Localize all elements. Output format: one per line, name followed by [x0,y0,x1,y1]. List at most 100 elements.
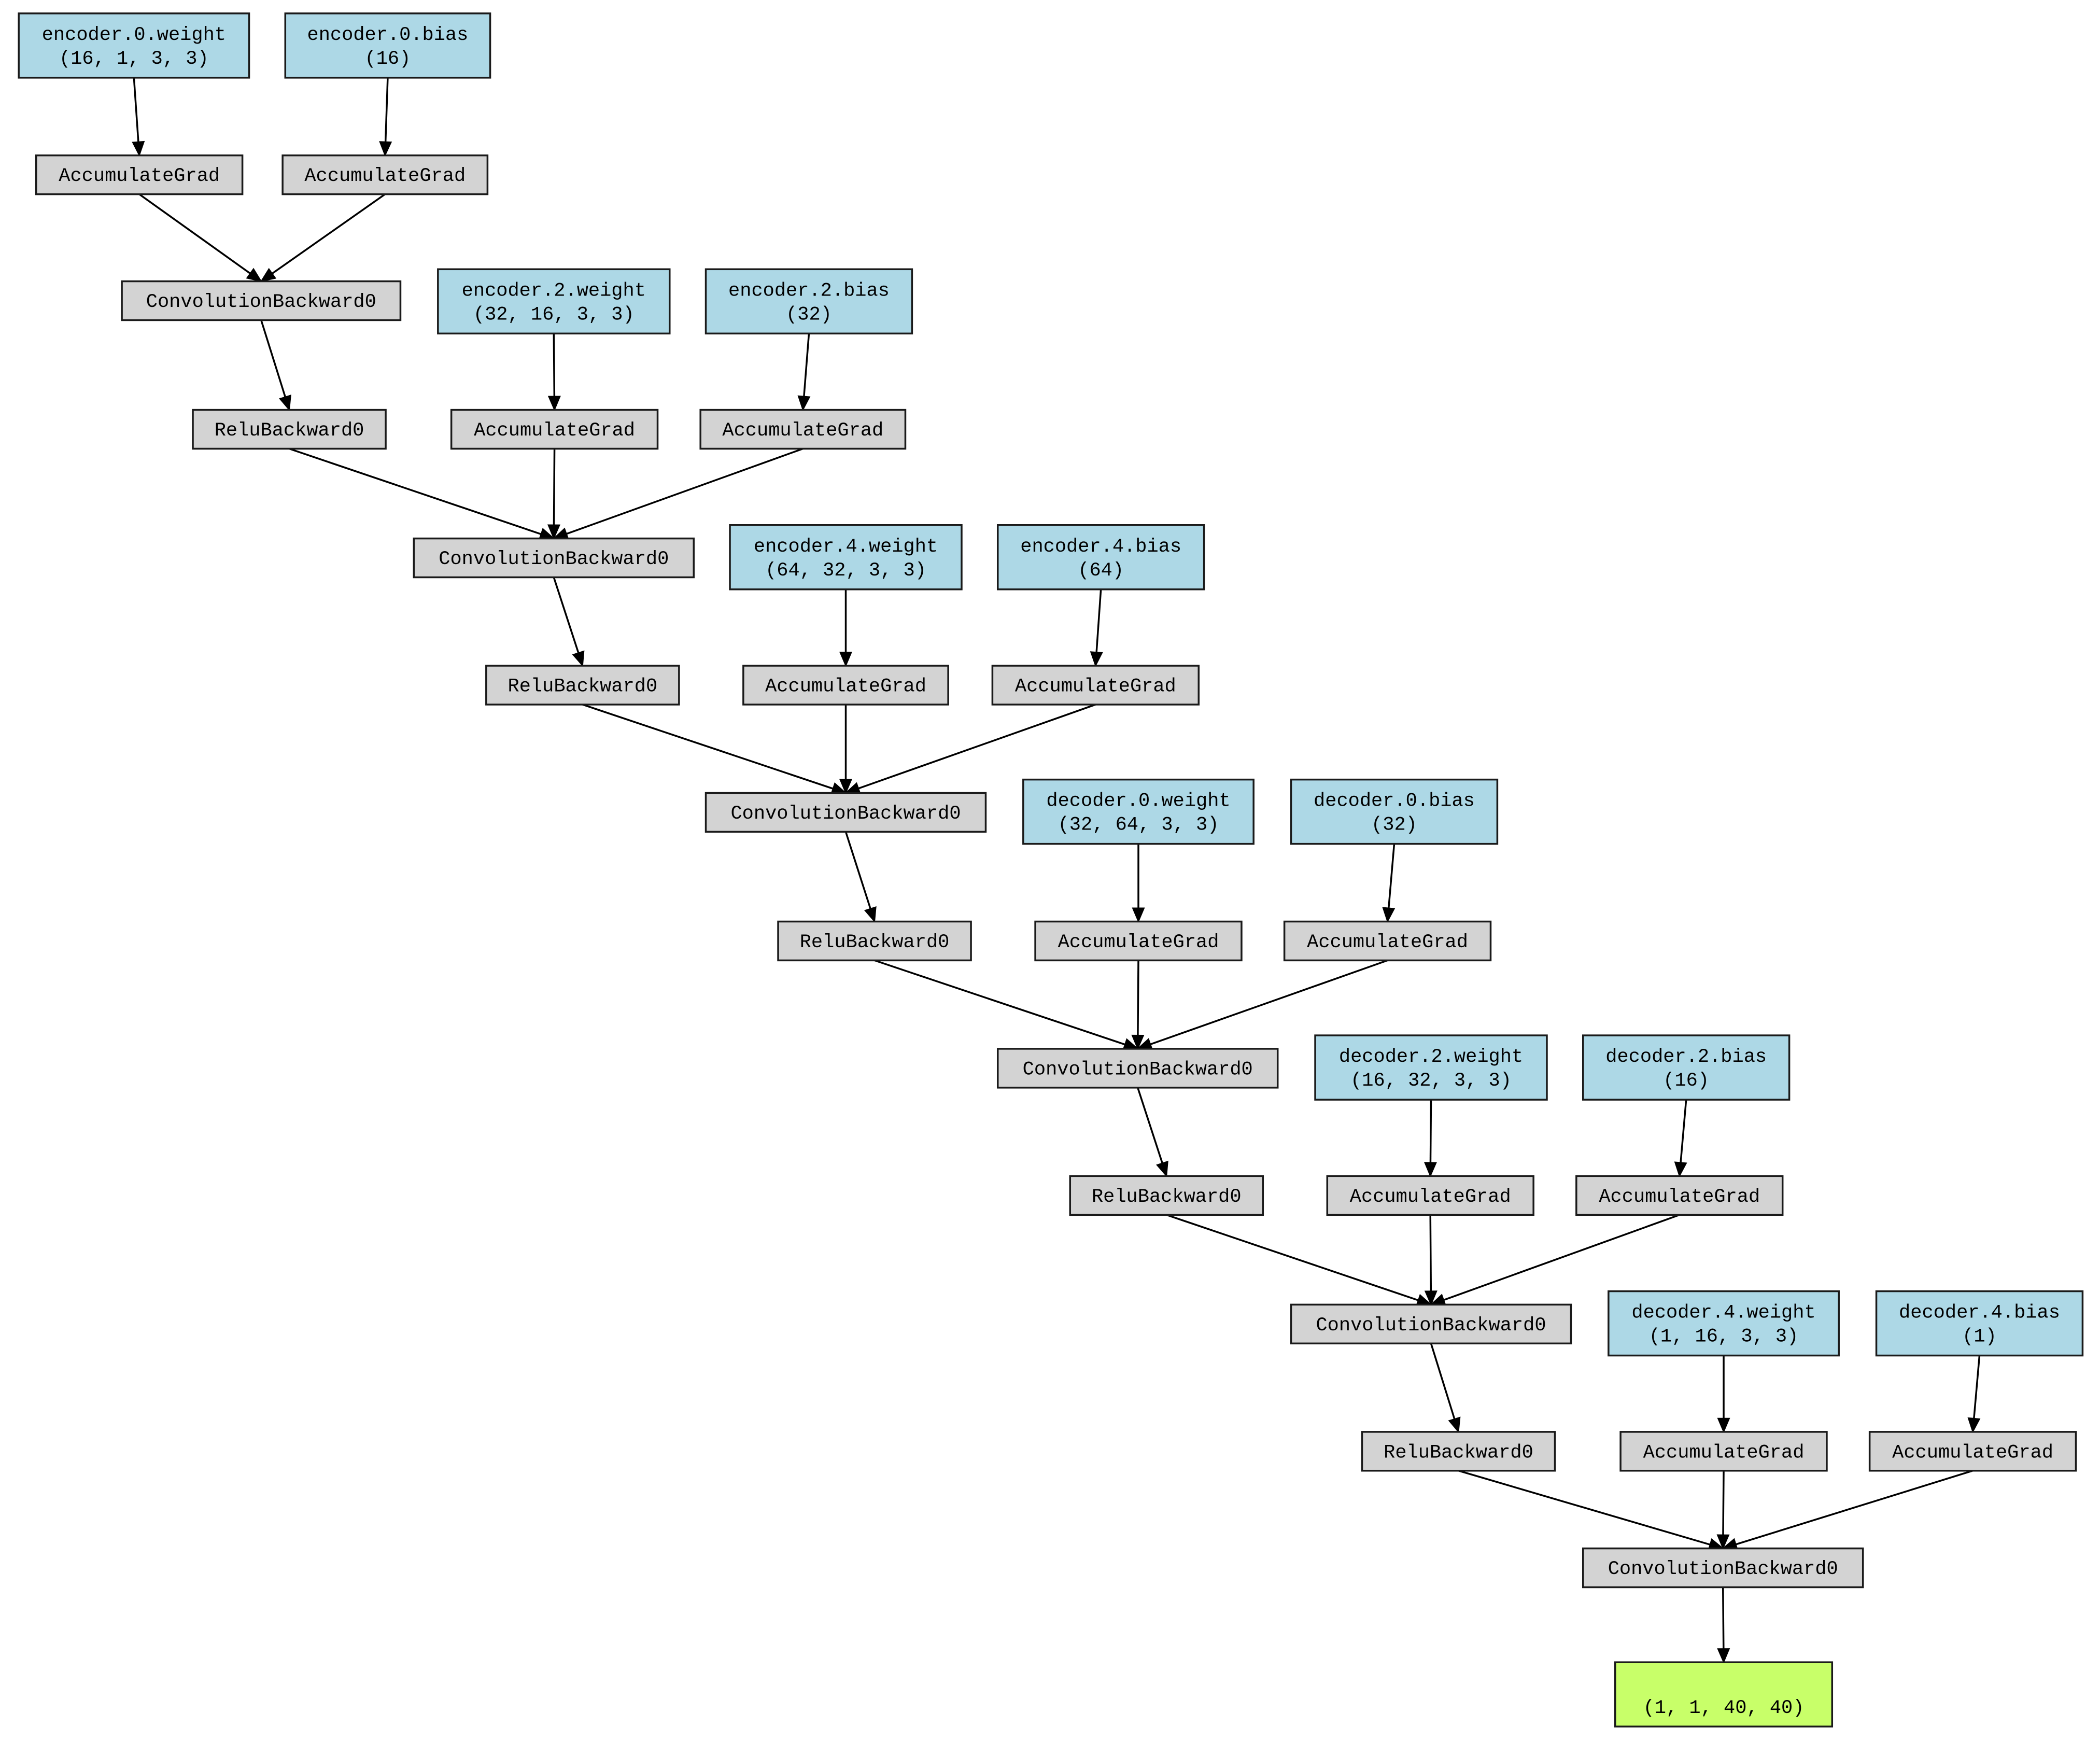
operation-node-box [1290,1303,1572,1345]
operation-node: AccumulateGrad [699,409,907,450]
node-label: decoder.2.bias [1605,1046,1767,1068]
edge-line [803,333,810,397]
edge-a_e0b-to-c1 [260,193,386,283]
node-label: decoder.0.weight [1046,791,1230,812]
node-label: encoder.2.bias [728,280,890,302]
parameter-node-box [437,268,671,335]
edge-line [1443,1214,1680,1301]
edge-c4-to-r4 [1137,1087,1168,1177]
edge-r1-to-c2 [289,447,555,540]
edge-line [1722,1470,1725,1535]
node-label: AccumulateGrad [59,165,220,187]
arrowhead-icon [1424,1290,1437,1306]
operation-node: AccumulateGrad [1326,1175,1534,1216]
edge-p_e2b-to-a_e2b [797,333,811,412]
edge-r3-to-c4 [874,959,1139,1051]
operation-node: AccumulateGrad [991,665,1200,706]
edge-line [289,447,542,535]
arrowhead-icon [1156,1160,1168,1177]
parameter-node: decoder.4.bias(1) [1875,1290,2084,1357]
node-shape-label: (64, 32, 3, 3) [765,560,926,582]
edge-line [1722,1587,1725,1649]
parameter-node: encoder.2.weight(32, 16, 3, 3) [437,268,671,335]
node-label: decoder.4.weight [1631,1302,1815,1324]
edge-a_e2w-to-c2 [547,448,561,540]
operation-node-box [192,409,387,450]
node-label: ReluBackward0 [215,420,364,442]
node-label: ReluBackward0 [1092,1186,1242,1208]
node-label: decoder.2.weight [1339,1046,1523,1068]
arrowhead-icon [260,268,277,283]
arrowhead-icon [246,268,262,283]
edge-r2-to-c3 [582,704,847,795]
edge-p_e4w-to-a_e4w [839,589,853,667]
node-label: AccumulateGrad [1015,676,1176,697]
arrowhead-icon [1674,1161,1687,1177]
edge-p_e0b-to-a_e0b [379,77,392,157]
parameter-node-box [1314,1034,1548,1101]
edge-line [133,77,139,142]
edge-c5-to-r5 [1430,1343,1461,1434]
parameter-node: decoder.0.weight(32, 64, 3, 3) [1022,778,1255,845]
output-node: (1, 1, 40, 40) [1614,1661,1834,1727]
node-label: ReluBackward0 [1384,1442,1533,1464]
node-label: ReluBackward0 [508,676,658,697]
node-label: encoder.0.weight [42,24,226,46]
arrowhead-icon [1131,1034,1145,1050]
operation-node-box [485,665,680,706]
parameter-node-box [1608,1290,1840,1357]
operation-node-box [1868,1431,2077,1472]
edge-c1-to-r1 [260,319,291,412]
operation-node: ReluBackward0 [777,920,972,962]
operation-node-box [704,792,987,833]
edge-r5-to-c6 [1458,1470,1725,1551]
edge-p_e4b-to-a_e4b [1090,589,1103,667]
operation-node: AccumulateGrad [1034,920,1243,962]
parameter-node-box [1875,1290,2084,1357]
parameter-node: decoder.0.bias(32) [1290,778,1499,845]
edge-c2-to-r2 [553,577,585,667]
edge-line [858,704,1096,790]
arrowhead-icon [839,779,853,795]
operation-node-box [1069,1175,1264,1216]
arrowhead-icon [1382,907,1396,923]
edge-line [384,77,389,142]
operation-node: AccumulateGrad [450,409,659,450]
edge-line [1150,959,1388,1045]
node-label: AccumulateGrad [1350,1186,1511,1208]
arrowhead-icon [864,906,877,923]
node-label: AccumulateGrad [765,676,926,697]
operation-node-box [742,665,949,706]
arrowhead-icon [572,650,585,667]
arrowhead-icon [1717,1648,1730,1664]
operation-node-box [699,409,907,450]
node-shape-label: (32, 64, 3, 3) [1058,814,1219,836]
parameter-node: decoder.2.bias(16) [1582,1034,1791,1101]
edge-line [1458,1470,1711,1546]
operation-node-box [991,665,1200,706]
node-shape-label: (32) [786,304,832,326]
edge-line [874,959,1125,1046]
nodes-layer: encoder.0.weight(16, 1, 3, 3)encoder.0.b… [18,12,2084,1727]
operation-node: ReluBackward0 [485,665,680,706]
operation-node-box [281,154,489,195]
parameter-node-box [729,524,963,591]
edge-r4-to-c5 [1166,1214,1432,1307]
edge-line [1166,1214,1419,1301]
edge-line [1095,589,1102,653]
parameter-node: encoder.0.bias(16) [284,12,491,79]
node-label: decoder.4.bias [1899,1302,2060,1324]
operation-node-box [35,154,244,195]
operation-node-box [450,409,659,450]
node-label: AccumulateGrad [1058,932,1219,953]
edge-a_e2b-to-c2 [552,447,804,540]
node-shape-label: (1, 16, 3, 3) [1649,1326,1799,1348]
arrowhead-icon [547,524,561,540]
edge-a_d0b-to-c4 [1136,959,1388,1050]
operation-node: ConvolutionBackward0 [1290,1303,1572,1345]
parameter-node: decoder.2.weight(16, 32, 3, 3) [1314,1034,1548,1101]
node-label: ConvolutionBackward0 [1023,1059,1253,1080]
arrowhead-icon [132,141,145,157]
operation-node: AccumulateGrad [35,154,244,195]
